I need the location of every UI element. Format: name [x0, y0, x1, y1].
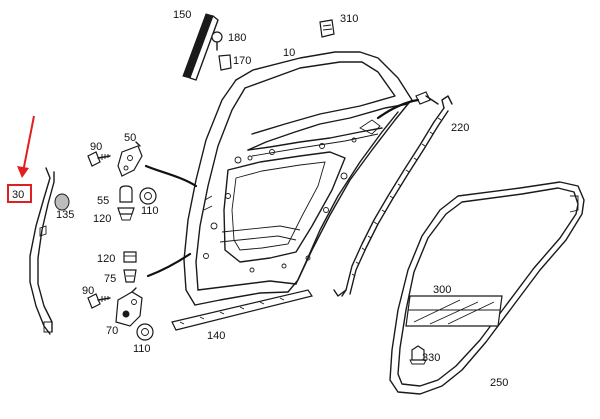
label-30: 30 — [12, 189, 24, 201]
label-310: 310 — [340, 13, 358, 25]
part-55-bumper — [119, 185, 133, 203]
label-55: 55 — [97, 195, 109, 207]
label-120-lower: 120 — [97, 253, 115, 265]
highlight-arrow — [17, 115, 35, 178]
part-170-clip — [218, 54, 232, 71]
highlight-box-30 — [7, 184, 32, 203]
leader-line-upper — [144, 164, 198, 188]
part-120-clip-lower — [123, 251, 137, 263]
label-220: 220 — [451, 122, 469, 134]
label-170: 170 — [233, 55, 251, 67]
part-250-door-seal — [389, 181, 585, 395]
label-70: 70 — [106, 325, 118, 337]
label-180: 180 — [228, 32, 246, 44]
part-30-pillar-trim — [29, 167, 55, 335]
part-70-hinge-lower — [115, 287, 143, 327]
part-75-clip — [123, 269, 137, 283]
label-50: 50 — [124, 132, 136, 144]
label-330: 330 — [422, 352, 440, 364]
label-300: 300 — [433, 284, 451, 296]
part-10-door-shell — [183, 51, 413, 306]
part-180-screw — [211, 31, 223, 51]
part-220-outer-seal — [333, 91, 453, 297]
label-90-upper: 90 — [90, 141, 102, 153]
part-90-screw-upper — [87, 151, 111, 167]
label-110-lower: 110 — [133, 343, 151, 355]
part-300-foil — [405, 295, 503, 327]
label-250: 250 — [490, 377, 508, 389]
label-75: 75 — [104, 273, 116, 285]
part-50-hinge-upper — [117, 141, 143, 177]
part-135-cap — [54, 193, 70, 211]
label-110-upper: 110 — [141, 205, 159, 217]
part-110-nut-upper — [139, 187, 157, 205]
label-10: 10 — [283, 47, 295, 59]
label-135: 135 — [56, 209, 74, 221]
highlight-arrow-head — [17, 166, 29, 178]
label-140: 140 — [207, 330, 225, 342]
part-90-screw-lower — [87, 293, 111, 309]
part-150-window-channel — [182, 13, 219, 81]
part-310-clip — [319, 19, 335, 38]
label-150: 150 — [173, 9, 191, 21]
leader-line-lower — [146, 252, 192, 278]
label-90-lower: 90 — [82, 285, 94, 297]
part-330-clip — [409, 345, 427, 365]
highlight-arrow-shaft — [22, 115, 35, 173]
part-140-sill-strip — [171, 289, 313, 331]
part-120-clip-upper — [117, 207, 135, 221]
leader-line-top-right — [376, 98, 420, 120]
part-110-nut-lower — [136, 323, 154, 341]
label-120-upper: 120 — [93, 213, 111, 225]
